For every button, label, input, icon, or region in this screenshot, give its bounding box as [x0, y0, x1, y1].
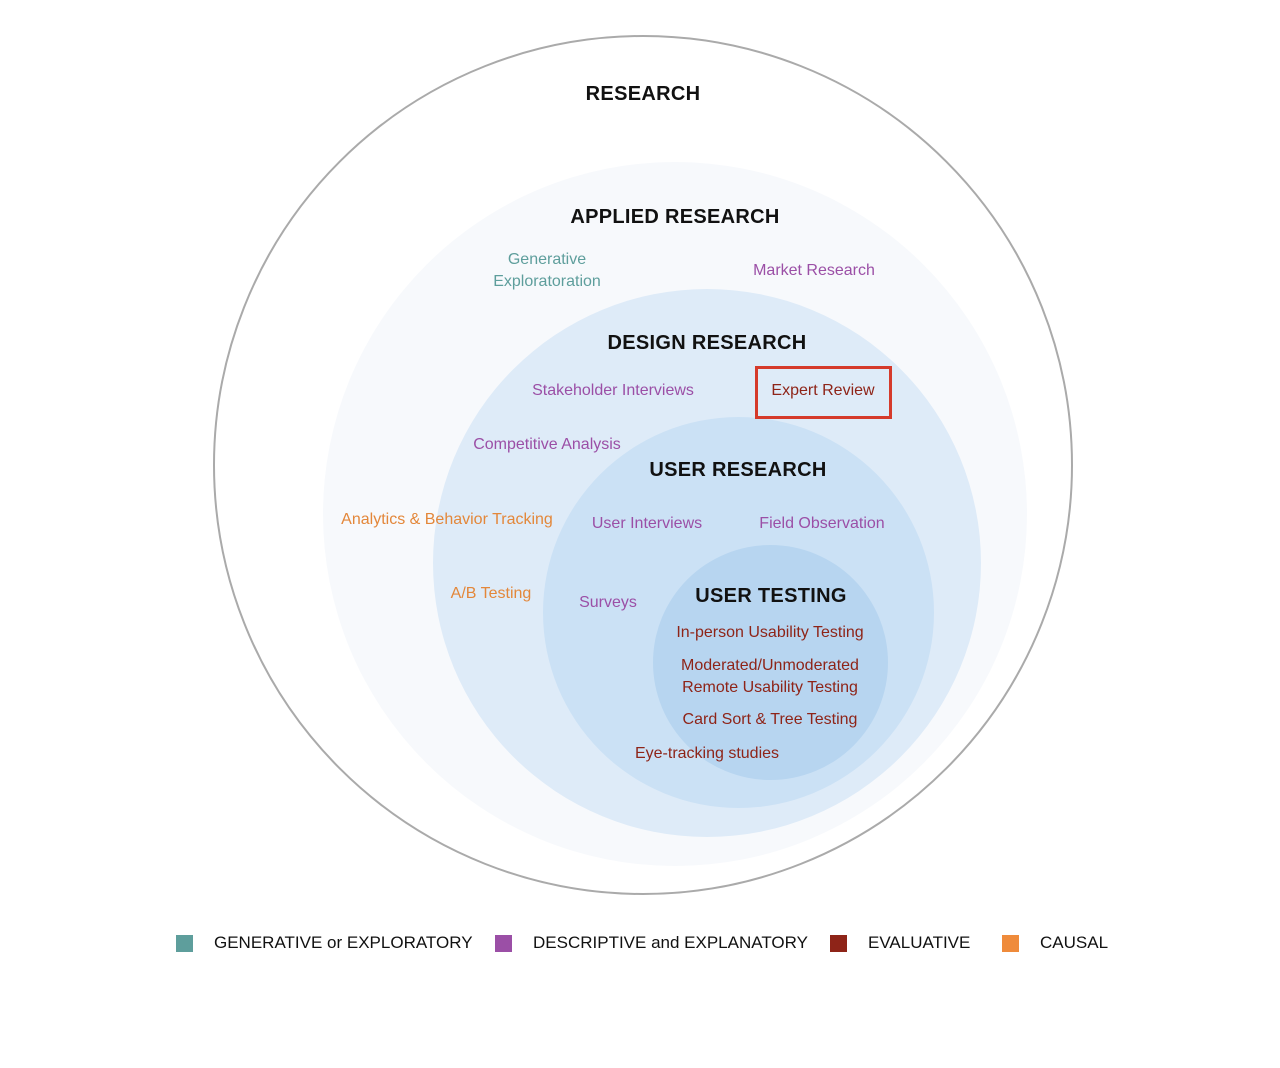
market-research-label: Market Research: [753, 262, 875, 279]
competitive-analysis-label: Competitive Analysis: [473, 436, 621, 453]
moderated-unmoderated-label: Moderated/Unmoderated Remote Usability T…: [681, 655, 859, 699]
stakeholder-interviews-label: Stakeholder Interviews: [532, 382, 694, 399]
expert-review-label: Expert Review: [771, 382, 875, 399]
legend-label-generative: GENERATIVE or EXPLORATORY: [214, 933, 473, 952]
legend-swatch-causal: [1002, 934, 1019, 952]
design-research-title: DESIGN RESEARCH: [607, 332, 807, 354]
card-sort-tree-testing-label: Card Sort & Tree Testing: [682, 711, 858, 728]
in-person-usability-testing-label: In-person Usability Testing: [676, 624, 864, 641]
moderated-line: Moderated/Unmoderated: [681, 657, 859, 674]
legend-swatch-generative: [176, 934, 193, 952]
research-title: RESEARCH: [585, 83, 701, 105]
legend-item-evaluative: EVALUATIVE: [830, 933, 970, 953]
legend-label-evaluative: EVALUATIVE: [868, 933, 971, 952]
analytics-behavior-tracking-label: Analytics & Behavior Tracking: [341, 511, 553, 528]
field-observation-label: Field Observation: [759, 515, 885, 532]
user-interviews-label: User Interviews: [591, 515, 703, 532]
generative-exploratoration-label: Generative Exploratoration: [493, 249, 601, 293]
ab-testing-label: A/B Testing: [450, 585, 532, 602]
user-research-title: USER RESEARCH: [649, 459, 827, 481]
exploratoration-line: Exploratoration: [493, 273, 601, 290]
generative-line: Generative: [507, 251, 587, 268]
legend-item-descriptive: DESCRIPTIVE and EXPLANATORY: [495, 933, 808, 953]
legend-item-generative: GENERATIVE or EXPLORATORY: [176, 933, 473, 953]
legend-label-descriptive: DESCRIPTIVE and EXPLANATORY: [533, 933, 808, 952]
legend-swatch-descriptive: [495, 934, 512, 952]
legend-item-causal: CAUSAL: [1002, 933, 1108, 953]
user-testing-circle: [653, 545, 888, 780]
applied-research-title: APPLIED RESEARCH: [570, 206, 780, 228]
surveys-label: Surveys: [579, 594, 637, 611]
legend-label-causal: CAUSAL: [1040, 933, 1109, 952]
remote-usability-line: Remote Usability Testing: [682, 679, 858, 696]
legend-swatch-evaluative: [830, 934, 847, 952]
user-testing-title: USER TESTING: [695, 585, 847, 607]
legend: GENERATIVE or EXPLORATORY DESCRIPTIVE an…: [0, 933, 1280, 957]
eye-tracking-studies-label: Eye-tracking studies: [634, 745, 780, 762]
expert-review-highlight-box: [755, 366, 892, 419]
